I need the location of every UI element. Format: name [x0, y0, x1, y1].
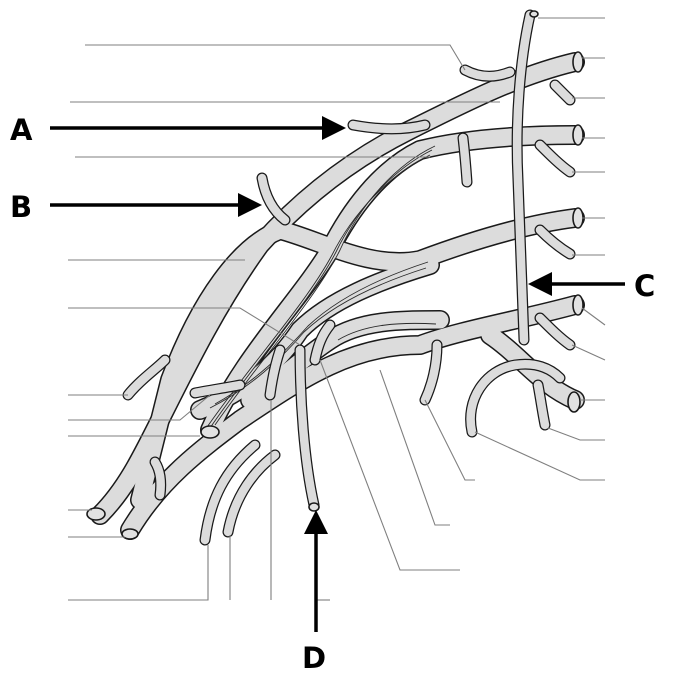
arrow-d	[304, 510, 328, 632]
label-d: D	[302, 641, 326, 675]
label-b: B	[10, 190, 32, 224]
arrow-a	[50, 116, 346, 140]
arrow-b	[50, 193, 262, 217]
arrow-c	[528, 272, 625, 296]
dorsal-scapular-nerve	[517, 15, 530, 340]
label-a: A	[10, 113, 33, 147]
label-c: C	[634, 269, 655, 303]
